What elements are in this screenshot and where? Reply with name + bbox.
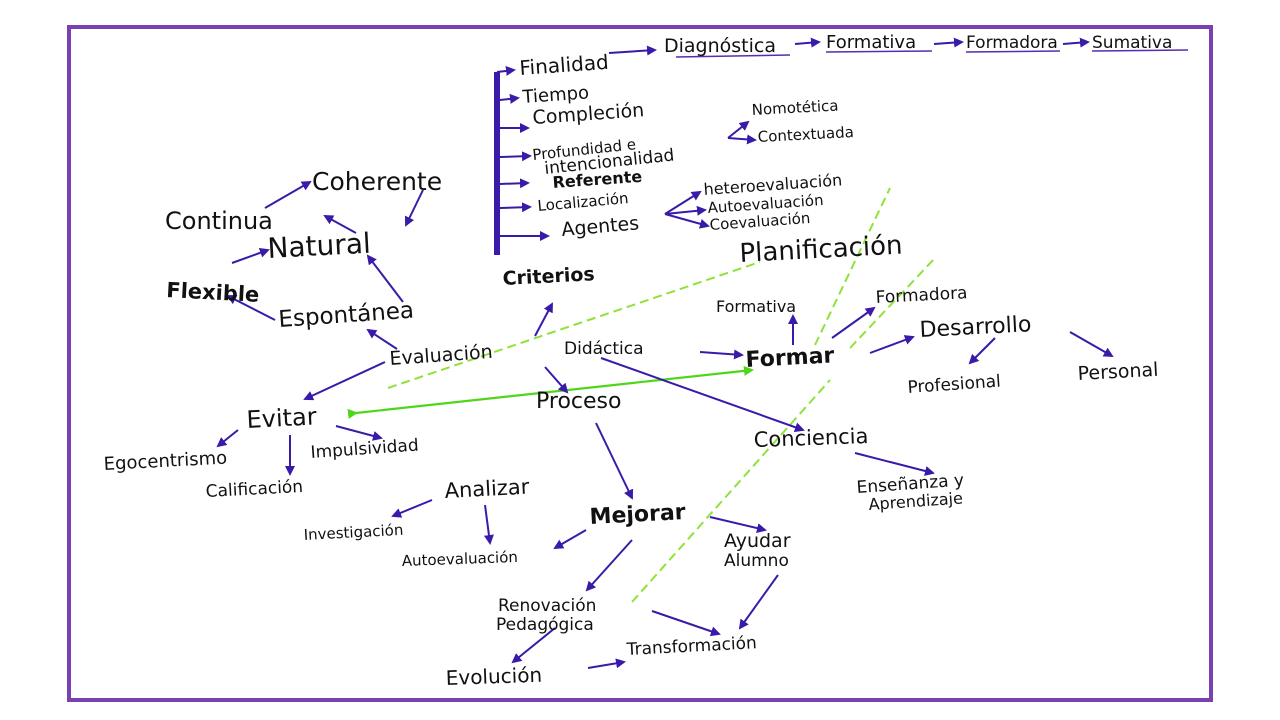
label-impulsividad: Impulsividad [310,435,419,463]
label-ayudar-1: Ayudar [724,530,791,552]
label-coherente: Coherente [312,167,442,196]
label-criterios: Criterios [502,263,595,290]
label-formadora: Formadora [875,283,968,308]
label-continua: Continua [165,207,273,235]
label-flexible: Flexible [166,278,260,307]
label-finalidad: Finalidad [519,50,610,80]
label-agentes: Agentes [561,212,640,241]
label-natural: Natural [267,227,372,265]
label-evolucion: Evolución [445,663,542,690]
label-autoevaluacion: Autoevaluación [402,548,519,570]
label-desarrollo: Desarrollo [919,312,1032,343]
label-formar: Formar [745,343,835,373]
label-conciencia: Conciencia [753,424,868,452]
label-renovacion-2: Pedagógica [496,615,594,635]
label-renovacion-1: Renovación [498,596,596,616]
label-localizacion: Localización [537,189,629,215]
label-mejorar: Mejorar [589,500,686,530]
label-egocentrismo: Egocentrismo [103,448,228,475]
label-sumativa: Sumativa [1092,33,1172,53]
label-formativa-top: Formativa [826,32,916,53]
label-proceso: Proceso [536,389,621,414]
label-diagnostica: Diagnóstica [664,35,776,57]
dashed-connectors [387,187,936,603]
label-nomotetica: Nomotética [751,96,839,119]
label-tiempo: Tiempo [521,82,590,108]
label-didactica: Didáctica [564,339,644,359]
blue-arrows [216,37,1114,669]
label-profesional: Profesional [907,372,1001,398]
label-formativa: Formativa [716,297,796,316]
label-investigacion: Investigación [303,521,404,544]
label-evitar: Evitar [246,402,318,434]
label-espontanea: Espontánea [278,298,415,333]
label-transformacion: Transformación [625,633,757,660]
label-analizar: Analizar [444,475,530,503]
label-formadora-top: Formadora [966,33,1058,53]
label-calificacion: Calificación [205,477,303,502]
label-contextuada: Contextuada [757,123,854,146]
label-personal: Personal [1077,359,1159,385]
bracket-arrows [496,65,550,241]
labels: Finalidad Diagnóstica Formativa Formador… [103,32,1172,690]
dash-formar-planificacion [849,257,936,349]
purple-frame [67,25,1213,702]
arrow-evitar-formar [347,365,754,419]
dash-evaluacion-planificacion [387,261,761,389]
dash-renovacion-formar [631,379,831,603]
label-evaluacion: Evaluación [389,341,494,370]
label-ayudar-2: Alumno [724,551,789,571]
label-planificacion: Planificación [739,230,903,268]
dash-formar-agentes [814,187,891,346]
underlines [675,49,1189,58]
